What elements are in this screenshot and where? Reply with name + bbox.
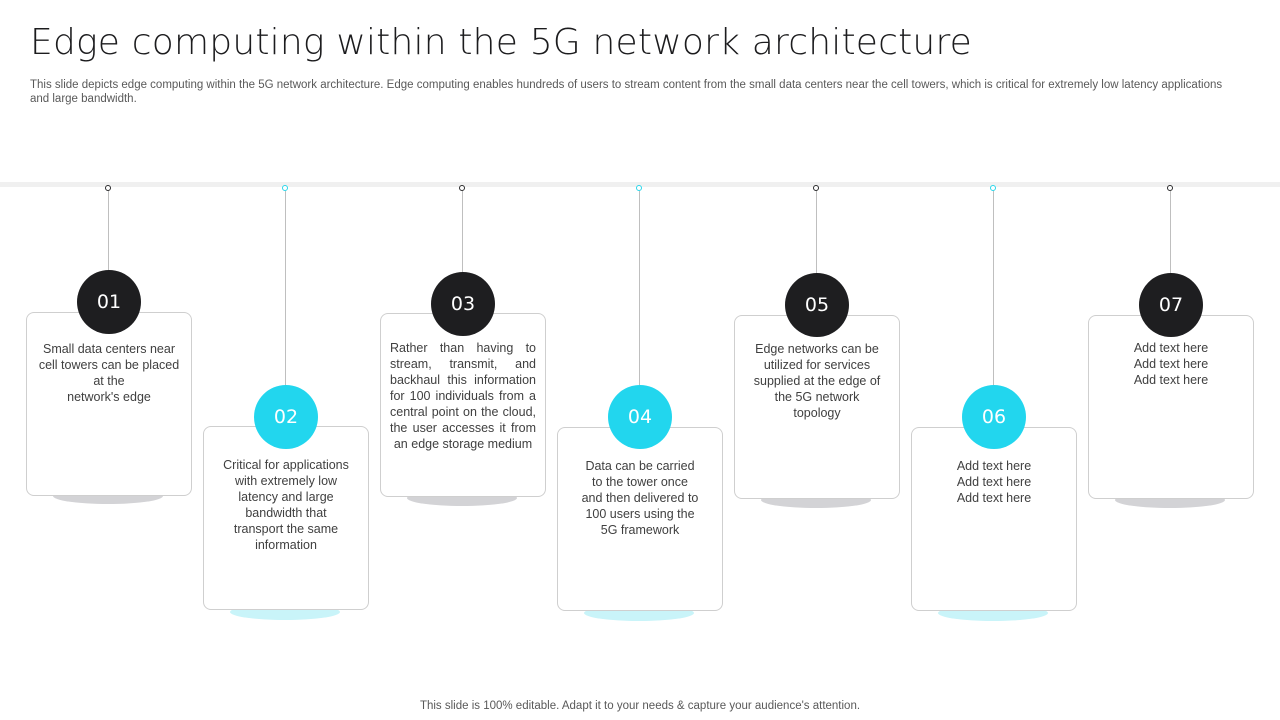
step-card-05: Edge networks can be utilized for servic…	[734, 315, 900, 499]
step-number-02: 02	[254, 385, 318, 449]
step-card-07: Add text here Add text here Add text her…	[1088, 315, 1254, 499]
connector-line-03	[462, 191, 463, 273]
step-text-01: Small data centers near cell towers can …	[38, 342, 180, 404]
connector-line-01	[108, 191, 109, 271]
step-card-04: Data can be carried to the tower once an…	[557, 427, 723, 611]
step-card-02: Critical for applications with extremely…	[203, 426, 369, 610]
step-text-03: Rather than having to stream, transmit, …	[390, 341, 536, 451]
timeline-dot-05	[813, 185, 819, 191]
timeline-dot-06	[990, 185, 996, 191]
timeline-dot-01	[105, 185, 111, 191]
step-card-01: Small data centers near cell towers can …	[26, 312, 192, 496]
slide-subtitle: This slide depicts edge computing within…	[30, 79, 1223, 105]
step-number-03: 03	[431, 272, 495, 336]
connector-line-06	[993, 191, 994, 387]
timeline-dot-02	[282, 185, 288, 191]
step-text-04: Data can be carried to the tower once an…	[581, 459, 699, 537]
step-card-06: Add text here Add text here Add text her…	[911, 427, 1077, 611]
timeline-dot-07	[1167, 185, 1173, 191]
connector-line-05	[816, 191, 817, 275]
connector-line-04	[639, 191, 640, 387]
connector-line-07	[1170, 191, 1171, 275]
step-number-07: 07	[1139, 273, 1203, 337]
connector-line-02	[285, 191, 286, 387]
step-text-02: Critical for applications with extremely…	[223, 458, 349, 552]
step-text-06: Add text here Add text here Add text her…	[956, 459, 1032, 505]
step-number-01: 01	[77, 270, 141, 334]
step-number-06: 06	[962, 385, 1026, 449]
step-number-05: 05	[785, 273, 849, 337]
step-text-05: Edge networks can be utilized for servic…	[753, 342, 881, 420]
step-card-03: Rather than having to stream, transmit, …	[380, 313, 546, 497]
slide-footer: This slide is 100% editable. Adapt it to…	[419, 700, 861, 712]
slide-title: Edge computing within the 5G network arc…	[30, 22, 973, 63]
step-text-07: Add text here Add text here Add text her…	[1133, 341, 1209, 387]
timeline-dot-04	[636, 185, 642, 191]
step-number-04: 04	[608, 385, 672, 449]
timeline-dot-03	[459, 185, 465, 191]
timeline-bar	[0, 182, 1280, 187]
